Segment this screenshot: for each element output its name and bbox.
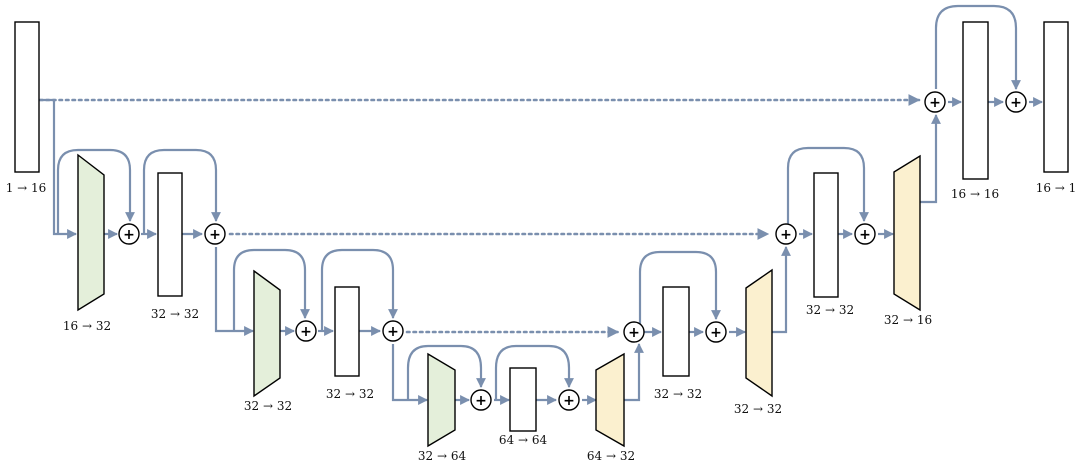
label-res-block-4: 32 → 32 bbox=[654, 387, 702, 401]
sum-node: + bbox=[924, 91, 946, 113]
sum-node: + bbox=[623, 321, 645, 343]
channel-labels: 1 → 16 16 → 32 32 → 32 32 → 32 32 → 32 3… bbox=[6, 181, 1077, 463]
down-block-2 bbox=[253, 269, 281, 398]
up-block-2 bbox=[745, 268, 773, 398]
label-res-block-1: 32 → 32 bbox=[151, 307, 199, 321]
res-block-6 bbox=[962, 21, 989, 180]
sum-node: + bbox=[382, 320, 404, 342]
svg-text:+: + bbox=[300, 324, 312, 340]
sum-node: + bbox=[1005, 91, 1027, 113]
sum-node: + bbox=[705, 321, 727, 343]
svg-text:+: + bbox=[209, 227, 221, 243]
res-block-3 bbox=[509, 367, 537, 432]
edge-sum2-to-down2 bbox=[214, 247, 254, 336]
residual-arc-res1 bbox=[142, 148, 221, 234]
residual-arc-res6 bbox=[934, 4, 1021, 90]
output-conv-block bbox=[1043, 21, 1069, 173]
label-input-conv: 1 → 16 bbox=[6, 181, 47, 195]
connections bbox=[38, 4, 1043, 405]
svg-text:+: + bbox=[628, 325, 640, 341]
svg-text:+: + bbox=[710, 325, 722, 341]
down-block-1 bbox=[77, 153, 105, 312]
svg-text:+: + bbox=[387, 324, 399, 340]
edge-sum4-to-down3 bbox=[391, 344, 428, 405]
sum-node: + bbox=[118, 223, 140, 245]
up-block-1 bbox=[595, 352, 625, 448]
sum-node: + bbox=[204, 223, 226, 245]
residual-arc-down1 bbox=[56, 148, 135, 234]
svg-text:+: + bbox=[780, 227, 792, 243]
res-block-2 bbox=[334, 286, 360, 377]
svg-text:+: + bbox=[929, 95, 941, 111]
sum-node: + bbox=[558, 389, 580, 411]
up-block-3 bbox=[893, 154, 921, 312]
sum-nodes: + + + + + + + + + + + + bbox=[118, 91, 1027, 411]
edge-in-to-down1 bbox=[40, 98, 77, 239]
label-res-block-2: 32 → 32 bbox=[326, 387, 374, 401]
label-up-block-2: 32 → 32 bbox=[734, 402, 782, 416]
svg-text:+: + bbox=[475, 393, 487, 409]
sum-node: + bbox=[854, 223, 876, 245]
res-block-1 bbox=[157, 172, 183, 297]
residual-arc-res4 bbox=[638, 250, 721, 332]
input-conv-block bbox=[14, 21, 40, 173]
down-block-3 bbox=[427, 352, 456, 448]
svg-text:+: + bbox=[123, 227, 135, 243]
label-down-block-1: 16 → 32 bbox=[63, 319, 111, 333]
residual-arc-res5 bbox=[786, 146, 869, 234]
label-res-block-3: 64 → 64 bbox=[499, 433, 548, 447]
label-res-block-6: 16 → 16 bbox=[951, 187, 999, 201]
residual-arc-res3 bbox=[494, 344, 574, 400]
residual-arc-down2 bbox=[232, 248, 310, 331]
edge-up1-to-sum7 bbox=[623, 343, 644, 402]
label-down-block-3: 32 → 64 bbox=[418, 449, 467, 463]
label-res-block-5: 32 → 32 bbox=[806, 303, 854, 317]
svg-text:+: + bbox=[1010, 95, 1022, 111]
edge-up3-to-sum11 bbox=[920, 114, 941, 204]
sum-node: + bbox=[470, 389, 492, 411]
res-block-5 bbox=[813, 172, 839, 298]
blocks bbox=[14, 21, 1069, 448]
svg-text:+: + bbox=[563, 393, 575, 409]
label-output-conv: 16 → 1 bbox=[1036, 181, 1077, 195]
label-up-block-1: 64 → 32 bbox=[587, 449, 635, 463]
sum-node: + bbox=[775, 223, 797, 245]
label-up-block-3: 32 → 16 bbox=[884, 313, 932, 327]
sum-node: + bbox=[295, 320, 317, 342]
res-block-4 bbox=[662, 286, 690, 377]
svg-text:+: + bbox=[859, 227, 871, 243]
residual-arc-down3 bbox=[406, 344, 486, 400]
edge-up2-to-sum9 bbox=[772, 246, 791, 334]
label-down-block-2: 32 → 32 bbox=[244, 399, 292, 413]
residual-arc-res2 bbox=[320, 248, 398, 331]
